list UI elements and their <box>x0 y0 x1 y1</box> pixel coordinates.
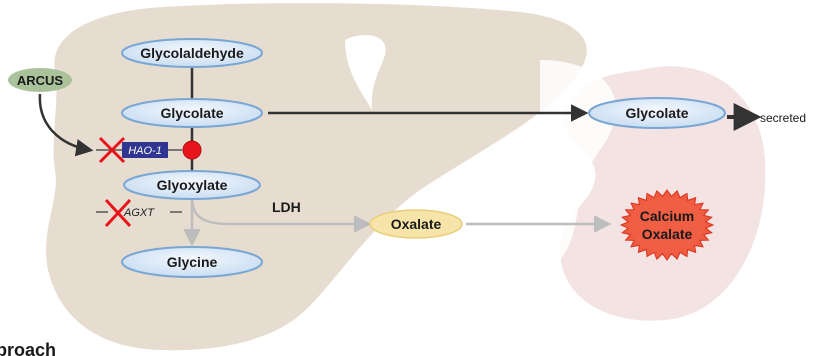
svg-text:Glyoxylate: Glyoxylate <box>157 177 228 193</box>
svg-text:ARCUS: ARCUS <box>17 73 64 88</box>
svg-text:Glycolate: Glycolate <box>625 105 688 121</box>
hao1-label: HAO-1 <box>128 145 162 157</box>
svg-text:Glycine: Glycine <box>167 254 218 270</box>
inhibition-stop-icon <box>183 141 201 159</box>
node-arcus: ARCUS <box>8 68 72 92</box>
svg-text:Glycolaldehyde: Glycolaldehyde <box>140 45 244 61</box>
node-glycine: Glycine <box>122 247 262 277</box>
svg-text:Oxalate: Oxalate <box>642 226 693 242</box>
node-glyoxylate: Glyoxylate <box>124 171 260 199</box>
secreted-label: secreted <box>760 111 806 125</box>
node-glycolate-kidney: Glycolate <box>589 98 725 128</box>
node-oxalate: Oxalate <box>370 210 462 238</box>
partial-caption: proach <box>0 340 56 356</box>
node-glycolaldehyde: Glycolaldehyde <box>122 39 262 67</box>
agxt-label: AGXT <box>123 207 155 219</box>
node-glycolate-liver: Glycolate <box>122 99 262 127</box>
svg-text:Glycolate: Glycolate <box>160 105 223 121</box>
svg-text:Oxalate: Oxalate <box>391 216 442 232</box>
svg-text:Calcium: Calcium <box>640 208 694 224</box>
ldh-label: LDH <box>272 199 301 215</box>
